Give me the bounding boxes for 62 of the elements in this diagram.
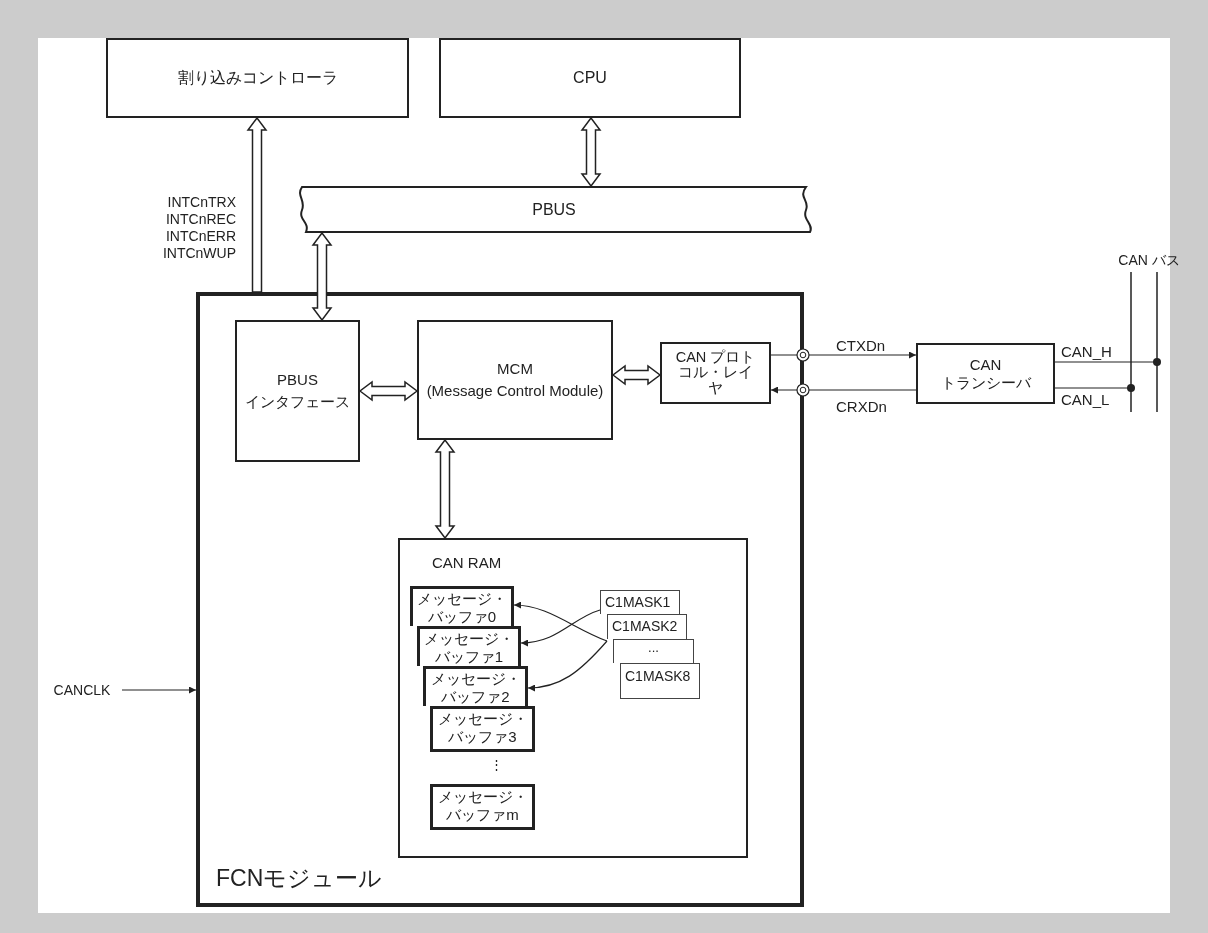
buffer-box [430,706,535,752]
signal-label: INTCnTRX [166,194,236,210]
node-text: メッセージ・バッファ0 [417,590,507,626]
double-arrow [311,231,333,322]
edge-label: CTXDn [836,337,886,354]
arrow [520,609,601,647]
mask-box [600,590,680,614]
line [1054,384,1135,392]
interface-box [235,320,360,462]
node-text: メッセージ・バッファ3 [437,710,528,746]
edge-label: CAN_L [1061,391,1110,408]
ram-box [398,538,748,858]
double-arrow [580,116,602,188]
signal-label: INTCnREC [165,211,236,227]
node-text: FCNモジュール [216,863,383,893]
node-text: PBUS [532,199,576,220]
signal-label: INTCnWUP [161,245,236,261]
node-text: CANCLK [53,680,111,700]
edge-label: CAN_H [1061,343,1112,360]
buffer-box [423,666,528,706]
arrow [527,640,608,692]
node-text: CAN トランシーバ [939,356,1033,391]
double-arrow [434,438,456,540]
double-arrow [246,116,268,293]
node-text: メッセージ・バッファ1 [424,630,514,666]
bus-band [296,186,812,233]
node-text: C1MASK1 [605,593,671,611]
mask-box [613,639,694,663]
node-text: C1MASK2 [612,617,678,635]
module-box [417,320,613,440]
node-text: PBUS インタフェース [244,369,351,412]
node-text: CAN バス [1118,251,1180,270]
node-text: 割り込みコントローラ [177,68,338,88]
signal-label: INTCnERR [165,228,236,244]
buffer-box [410,586,514,626]
transceiver-box [916,343,1055,404]
arrow [770,386,917,394]
mask-box [620,663,700,699]
line [1054,358,1161,366]
node-text: メッセージ・バッファm [437,788,528,824]
controller-box [106,38,409,118]
node-text: MCM [497,358,533,379]
edge-label: CRXDn [836,398,887,415]
protocol-box [660,342,771,404]
node-text: (Message Control Module) [426,381,604,401]
buffer-box [417,626,521,666]
module-frame [196,292,804,907]
node-text: メッセージ・バッファ2 [430,670,521,706]
cpu-box [439,38,741,118]
buffer-box [430,784,535,830]
double-arrow [358,380,419,402]
mask-box [607,614,687,639]
node-text: CAN プロトコル・レイヤ [674,350,757,396]
node-text: CPU [573,68,607,88]
vertical-ellipsis: ⋮ [490,758,503,772]
node-text: CAN RAM [432,553,502,573]
arrow [513,601,608,642]
arrow [770,351,917,359]
node-text: ... [648,640,659,656]
arrow [121,686,197,694]
node-text: C1MASK8 [625,667,691,686]
double-arrow [611,364,662,386]
